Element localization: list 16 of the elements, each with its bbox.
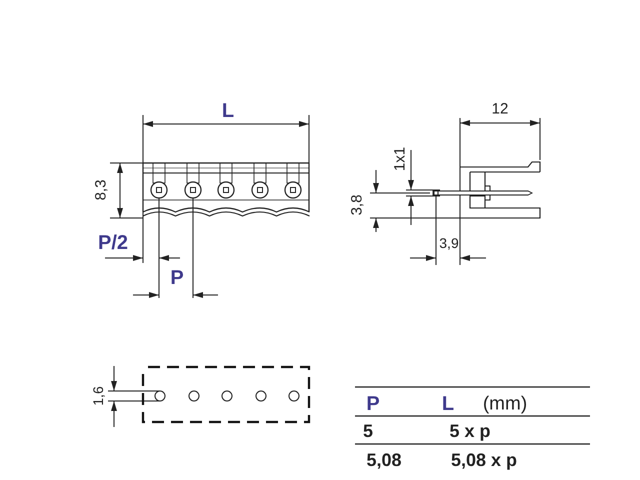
table-cell: 5,08 (366, 451, 402, 469)
table-cell: 5 x p (449, 422, 491, 440)
dimension-label: 3,9 (439, 236, 459, 250)
dimension-label: 1x1 (392, 146, 408, 172)
dimension-label: P (170, 268, 184, 288)
table-cell: 5,08 x p (450, 451, 518, 469)
dimension-label: P/2 (98, 233, 128, 253)
table-header: P (366, 394, 380, 414)
dimension-label: 1,6 (91, 386, 105, 406)
dimension-label: 8,3 (94, 180, 108, 200)
dimension-label: L (222, 101, 234, 121)
table-cell: 5 (363, 422, 373, 440)
dimension-label: 12 (492, 102, 508, 116)
table-header: (mm) (482, 394, 528, 414)
dimension-label: 3,8 (350, 194, 364, 216)
table-header: L (442, 394, 454, 414)
